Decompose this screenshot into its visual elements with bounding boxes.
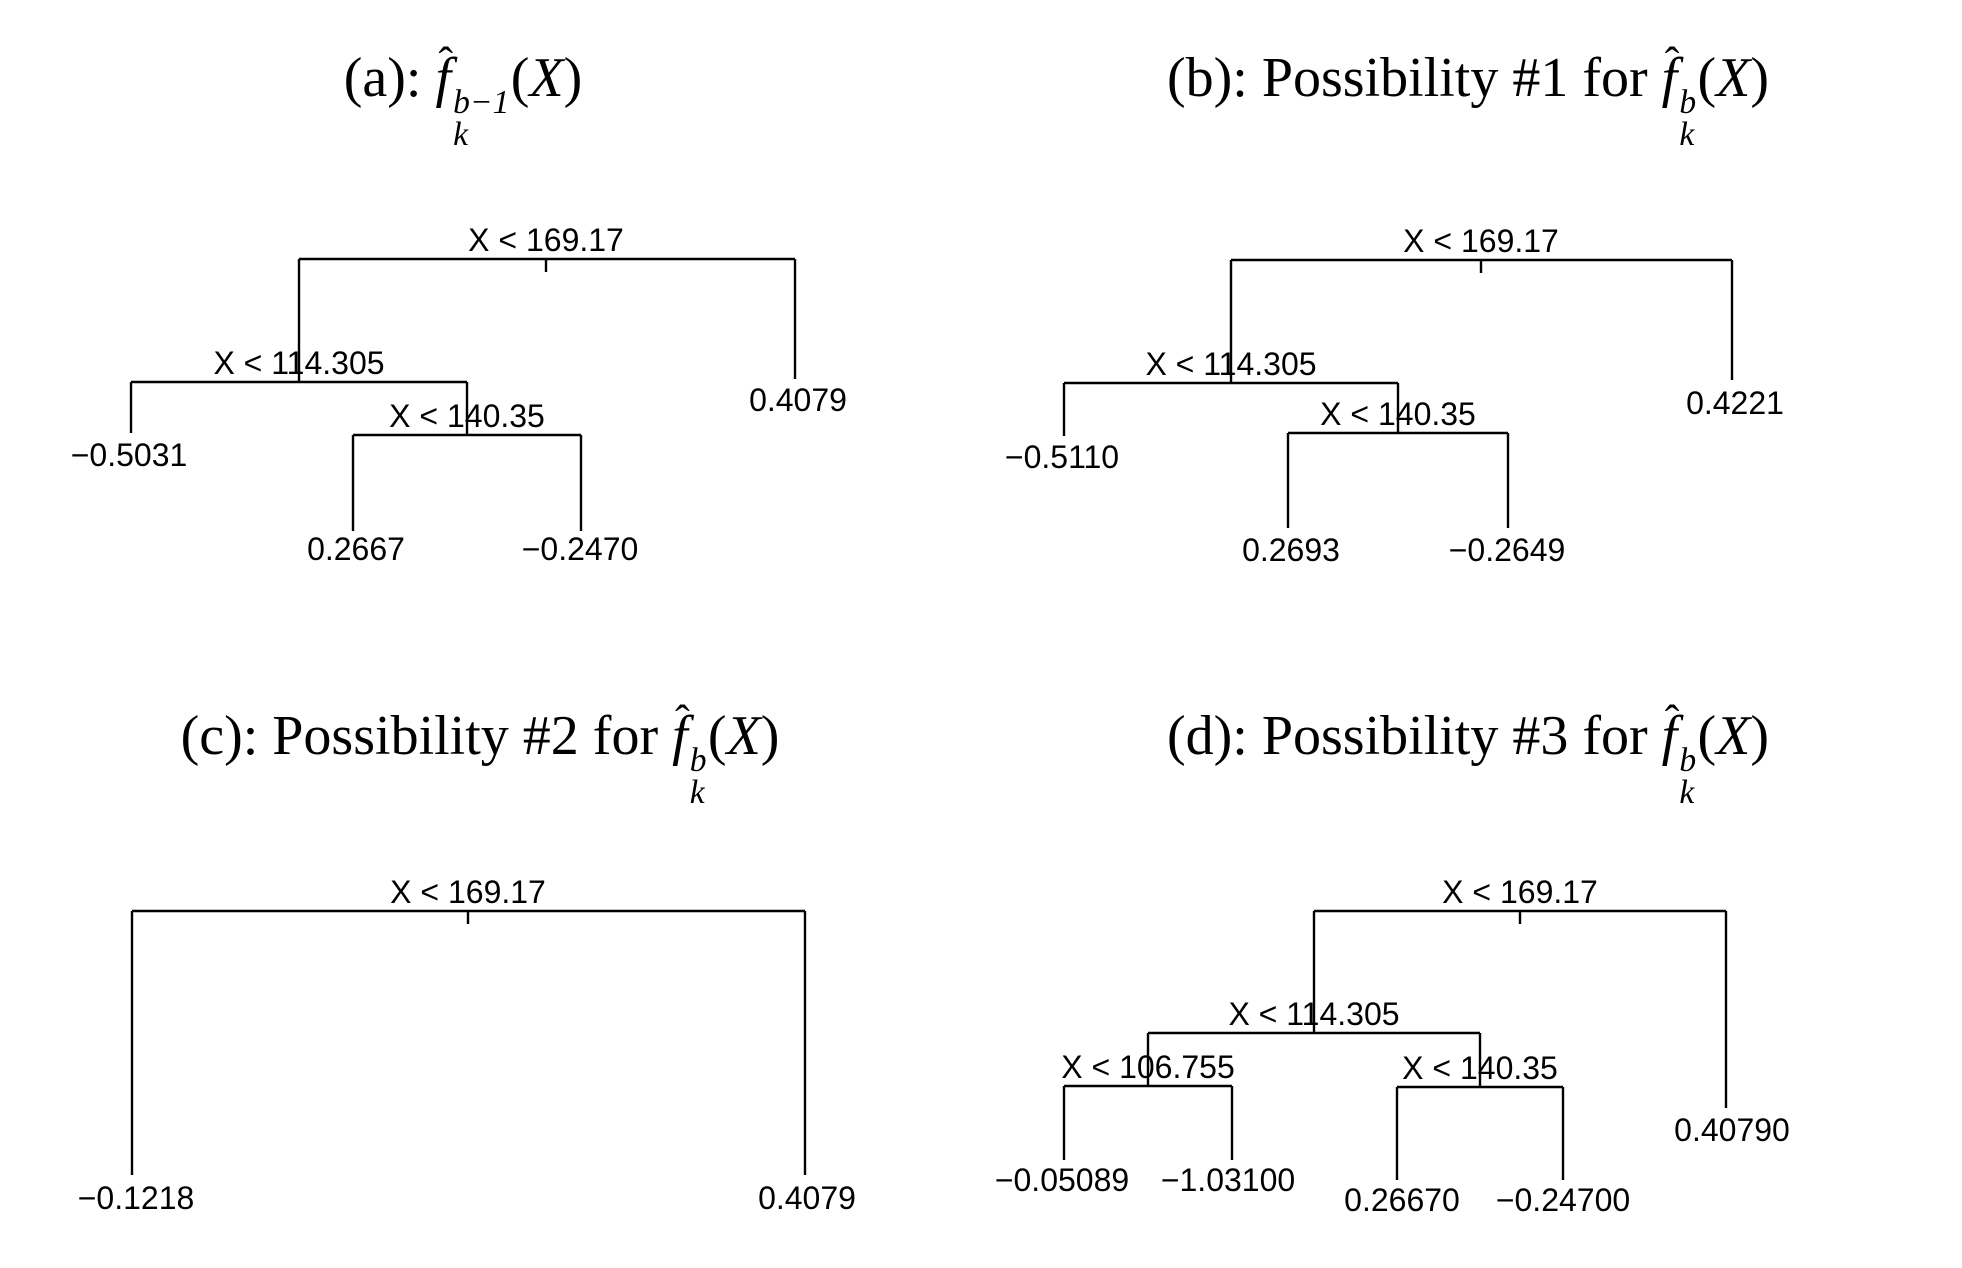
tree-b-split3-label: X < 140.35 [1320,396,1476,432]
tree-d-root-split-label: X < 169.17 [1442,874,1598,910]
tree-b-leaf-label: 0.4221 [1686,385,1784,421]
panel-d-title-prefix: (d): Possibility #3 for [1166,705,1662,767]
tree-a-root-split-label: X < 169.17 [468,222,624,258]
tree-d-leaf-label: −0.24700 [1495,1182,1631,1218]
tree-d-split3a-label: X < 106.755 [1061,1049,1235,1085]
tree-d-leaf-label: −0.05089 [994,1162,1130,1198]
panel-c-title-prefix: (c): Possibility #2 for [180,705,673,767]
tree-c-leaf-label: −0.1218 [77,1180,195,1216]
tree-b-root-split-label: X < 169.17 [1403,223,1559,259]
tree-a-leaf-label: −0.5031 [70,437,188,473]
tree-d-leaf-label: 0.26670 [1344,1182,1460,1218]
hat-accent: ˆ [1664,39,1680,88]
panel-b-title-prefix: (b): Possibility #1 for [1166,47,1662,109]
tree-a-split2-label: X < 114.305 [213,345,385,381]
tree-d-leaf-label: −1.03100 [1160,1162,1296,1198]
tree-a-leaf-label: 0.4079 [749,382,847,418]
hat-accent: ˆ [1664,697,1680,746]
tree-d-split2-label: X < 114.305 [1228,996,1400,1032]
tree-b-leaf-label: 0.2693 [1242,532,1340,568]
tree-b-split2-label: X < 114.305 [1145,346,1317,382]
tree-d-leaf-label: 0.40790 [1674,1112,1790,1148]
tree-c-root-split-label: X < 169.17 [390,874,546,910]
hat-accent: ˆ [675,697,690,746]
tree-a-split3-label: X < 140.35 [389,398,545,434]
tree-b-leaf-label: −0.5110 [1004,439,1120,475]
panel-a-title-prefix: (a): [343,47,436,109]
tree-b-leaf-label: −0.2649 [1448,532,1566,568]
tree-a-leaf-label: 0.2667 [307,531,405,567]
hat-accent: ˆ [438,39,454,88]
tree-d-split3b-label: X < 140.35 [1402,1050,1558,1086]
tree-c-leaf-label: 0.4079 [758,1180,856,1216]
tree-a-leaf-label: −0.2470 [521,531,639,567]
